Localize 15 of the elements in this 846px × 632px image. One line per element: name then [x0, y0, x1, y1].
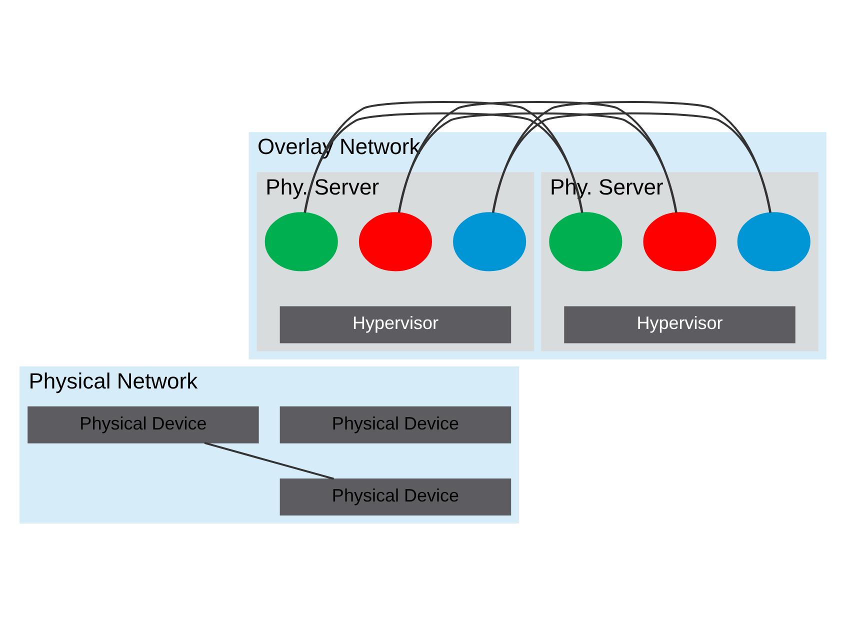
node-circle — [358, 212, 432, 271]
node-circle — [549, 212, 622, 271]
connector — [204, 441, 334, 480]
node-box: Hypervisor — [564, 306, 796, 343]
connector — [492, 100, 772, 212]
node-circle — [453, 212, 526, 271]
node-box: Physical Device — [280, 478, 512, 515]
node-circle — [737, 212, 810, 271]
connector — [304, 100, 584, 212]
node-box: Physical Device — [280, 406, 512, 443]
node-box: Hypervisor — [280, 306, 512, 343]
node-circle — [643, 212, 716, 271]
connector — [398, 100, 678, 212]
node-circle — [264, 212, 338, 271]
node-box: Physical Device — [28, 406, 259, 443]
